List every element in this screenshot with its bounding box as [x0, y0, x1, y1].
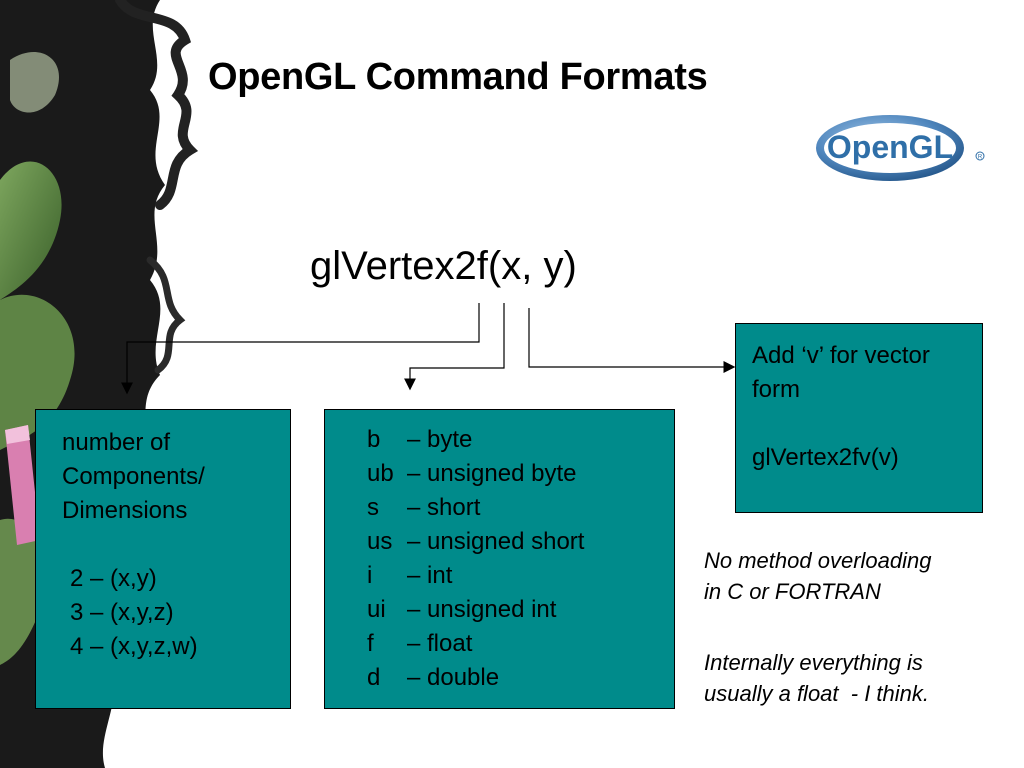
type-description: – byte [407, 426, 473, 453]
type-row: b – byte [367, 423, 674, 457]
components-label-line: number of [62, 429, 171, 456]
type-description: – int [407, 562, 453, 589]
svg-text:R: R [978, 155, 983, 161]
type-code: ui [367, 596, 386, 623]
type-row: s – short [367, 491, 674, 525]
opengl-logo: OpenGL R [812, 112, 990, 184]
components-item: 2 – (x,y) [70, 565, 157, 592]
type-description: – double [407, 664, 500, 691]
arrow-to-types [404, 303, 505, 391]
note-line: usually a float - I think. [704, 681, 929, 706]
type-description: – unsigned int [407, 596, 557, 623]
type-row: i – int [367, 559, 674, 593]
components-label-line: Components/ [62, 463, 205, 490]
type-code: b [367, 426, 381, 453]
type-code: ub [367, 460, 394, 487]
type-row: us – unsigned short [367, 525, 674, 559]
type-description: – unsigned short [407, 528, 585, 555]
components-label-line: Dimensions [62, 497, 188, 524]
vector-note-line: form [752, 376, 800, 403]
type-code: i [367, 562, 373, 589]
function-signature: glVertex2f(x, y) [310, 244, 577, 288]
vector-form-box: Add ‘v’ for vector form glVertex2fv(v) [735, 323, 983, 513]
note-line: No method overloading [704, 548, 932, 573]
type-description: – unsigned byte [407, 460, 577, 487]
type-code: f [367, 630, 374, 657]
data-types-box: b – byte ub – unsigned byte s – short us – u… [324, 409, 675, 709]
svg-text:OpenGL: OpenGL [827, 129, 953, 165]
type-row: d – double [367, 661, 674, 695]
type-description: – short [407, 494, 481, 521]
components-item: 3 – (x,y,z) [70, 599, 174, 626]
note-overloading: No method overloading in C or FORTRAN [704, 545, 931, 607]
vector-note-line: Add ‘v’ for vector [752, 342, 930, 369]
components-box: number of Components/ Dimensions 2 – (x,… [35, 409, 291, 709]
type-row: ub – unsigned byte [367, 457, 674, 491]
type-description: – float [407, 630, 473, 657]
components-item: 4 – (x,y,z,w) [70, 633, 198, 660]
arrow-to-vector [528, 308, 736, 373]
slide-title: OpenGL Command Formats [208, 56, 708, 98]
type-row: f – float [367, 627, 674, 661]
note-line: Internally everything is [704, 650, 923, 675]
note-float: Internally everything is usually a float… [704, 647, 929, 709]
vector-example: glVertex2fv(v) [752, 444, 899, 471]
type-code: us [367, 528, 393, 555]
type-row: ui – unsigned int [367, 593, 674, 627]
type-code: d [367, 664, 381, 691]
note-line: in C or FORTRAN [704, 579, 881, 604]
type-code: s [367, 494, 379, 521]
